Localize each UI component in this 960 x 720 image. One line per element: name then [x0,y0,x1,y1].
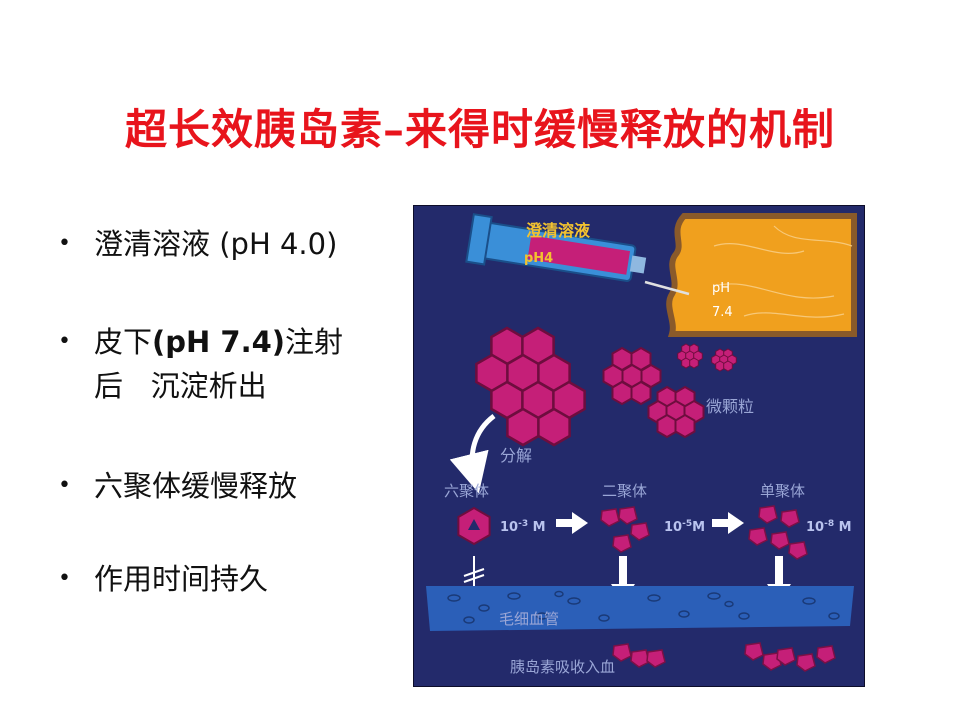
syringe-ph-label: pH4 [524,251,553,266]
syringe-label: 澄清溶液 [526,221,591,240]
bullet-marker: • [58,566,71,591]
dissociate-label: 分解 [500,446,532,465]
dissociate-arrow-icon [449,414,496,494]
dimer-concentration: 10-5M [664,519,705,535]
bullet-text: 澄清溶液 (pH 4.0) [94,227,338,261]
capillary-label: 毛细血管 [499,610,559,628]
hexamer [457,506,491,546]
bullet-marker: • [58,473,71,498]
bullet-text: 皮下(pH 7.4)注射 [94,318,343,366]
syringe-icon [465,213,690,296]
microparticle [711,348,737,372]
right-arrow-icon [556,512,588,534]
capillary [426,586,854,631]
subcutaneous-tissue [666,213,857,337]
hexamer-concentration: 10-3 M [500,519,546,535]
tissue-ph-value: 7.4 [712,305,733,320]
bullet-text: 六聚体缓慢释放 [94,469,298,503]
bullet-text: 作用时间持久 [94,562,269,596]
microparticle [647,386,705,438]
bullet-text-part: 注射 [285,325,344,359]
bullet-marker: • [58,231,71,256]
microparticle [677,343,703,369]
absorption-label: 胰岛素吸收入血 [510,658,615,676]
bullet-text-bold: (pH 7.4) [152,325,286,359]
mechanism-diagram: 澄清溶液 pH4 pH 7.4 微颗粒 分解 六聚体 二聚体 单聚体 [413,205,865,687]
slide-title: 超长效胰岛素–来得时缓慢释放的机制 [124,105,835,154]
hexamer-label: 六聚体 [444,482,489,500]
monomer-label: 单聚体 [760,482,805,500]
right-arrow-icon [712,512,744,534]
bullet-marker: • [58,329,71,354]
bullet-text-line2: 后 沉淀析出 [94,369,267,403]
dimer-label: 二聚体 [602,482,647,500]
bullet-text-part: 皮下 [94,325,153,359]
microparticle-label: 微颗粒 [706,397,754,416]
monomer-concentration: 10-8 M [806,519,852,535]
tissue-ph-label: pH [712,281,730,296]
